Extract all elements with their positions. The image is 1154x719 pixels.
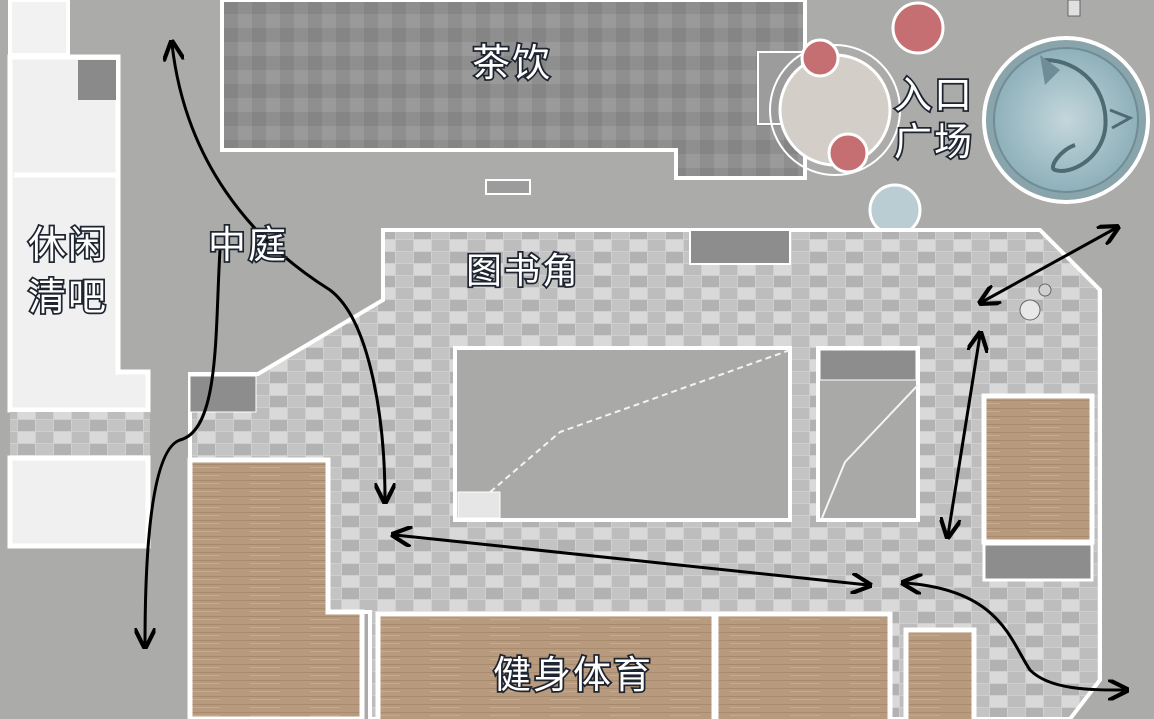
stair-icon [457,491,501,519]
fitness-rooms [187,393,1095,719]
label-entrance-line2: 广场 [894,120,974,164]
stair-icon [819,349,917,381]
label-library: 图书角 [466,251,580,292]
red-planter-icon [891,1,945,55]
label-leisure-line2: 清吧 [28,275,108,319]
label-courtyard: 中庭 [208,223,288,267]
label-tea: 茶饮 [472,41,552,85]
red-planter-icon [800,38,840,78]
bench-icon [485,179,531,195]
circulation-arrows [145,44,1125,690]
label-entrance-line1: 入口 [894,73,974,117]
bench-icon [689,229,791,265]
red-planter-icon [827,132,869,174]
leisure-bar-building [7,0,151,549]
small-fountain-icon [868,183,922,237]
label-fitness: 健身体育 [493,653,653,697]
tea-building-roof [220,0,807,180]
fish-pool-icon [982,36,1150,204]
entrance-plaza [769,1,945,237]
label-leisure-line1: 休闲 [28,223,108,267]
courtyard-void-large [453,346,792,522]
stair-icon [189,375,257,413]
